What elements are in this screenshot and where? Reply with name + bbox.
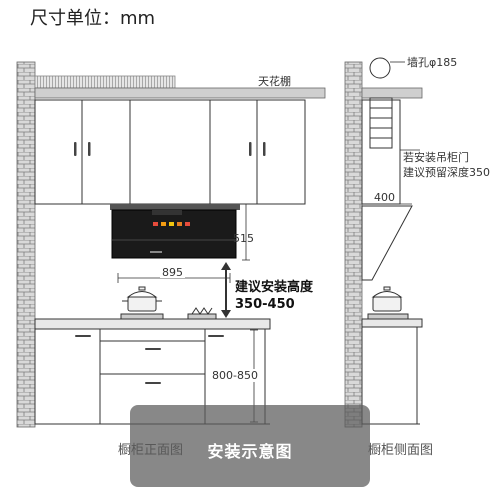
front-duct — [34, 75, 176, 89]
front-pot — [122, 286, 162, 312]
door-note-line2: 建议预留深度350 — [403, 166, 490, 179]
wall-hole — [369, 57, 391, 79]
unit-note: 尺寸单位：mm — [30, 8, 156, 29]
side-duct — [369, 97, 393, 149]
install-height-arrow — [221, 262, 231, 318]
side-burner — [367, 313, 409, 320]
front-countertop — [34, 318, 271, 330]
depth-400-label: 400 — [374, 191, 395, 204]
side-base-cabinet — [361, 326, 418, 425]
hood-width-label: 895 — [160, 266, 185, 279]
hood-height-label: 515 — [233, 232, 254, 245]
install-height-value: 350-450 — [235, 297, 295, 312]
hood-buttons — [153, 222, 190, 226]
side-ceiling — [361, 87, 423, 99]
front-ceiling — [34, 87, 326, 99]
install-height-title: 建议安装高度 — [235, 280, 314, 295]
side-brick-wall — [344, 61, 363, 428]
side-view-caption: 橱柜侧面图 — [368, 443, 434, 458]
front-wall-cabinets — [34, 99, 306, 205]
door-note-line1: 若安装吊柜门 — [403, 151, 469, 164]
cabinet-height-label: 800-850 — [211, 369, 259, 382]
front-brick-wall — [16, 61, 36, 428]
ceiling-label: 天花棚 — [258, 75, 291, 88]
wall-hole-label: 墙孔φ185 — [407, 56, 458, 69]
front-base-handles — [75, 335, 224, 384]
front-range-hood — [110, 204, 240, 259]
side-range-hood — [361, 205, 413, 281]
side-countertop — [361, 318, 423, 328]
side-pot — [371, 286, 403, 312]
dim-hood-width — [117, 273, 231, 283]
front-cabinet-handles — [74, 142, 266, 156]
diagram-banner: 安装示意图 — [130, 405, 370, 487]
banner-text: 安装示意图 — [207, 442, 293, 461]
dim-hood-height — [242, 204, 250, 261]
